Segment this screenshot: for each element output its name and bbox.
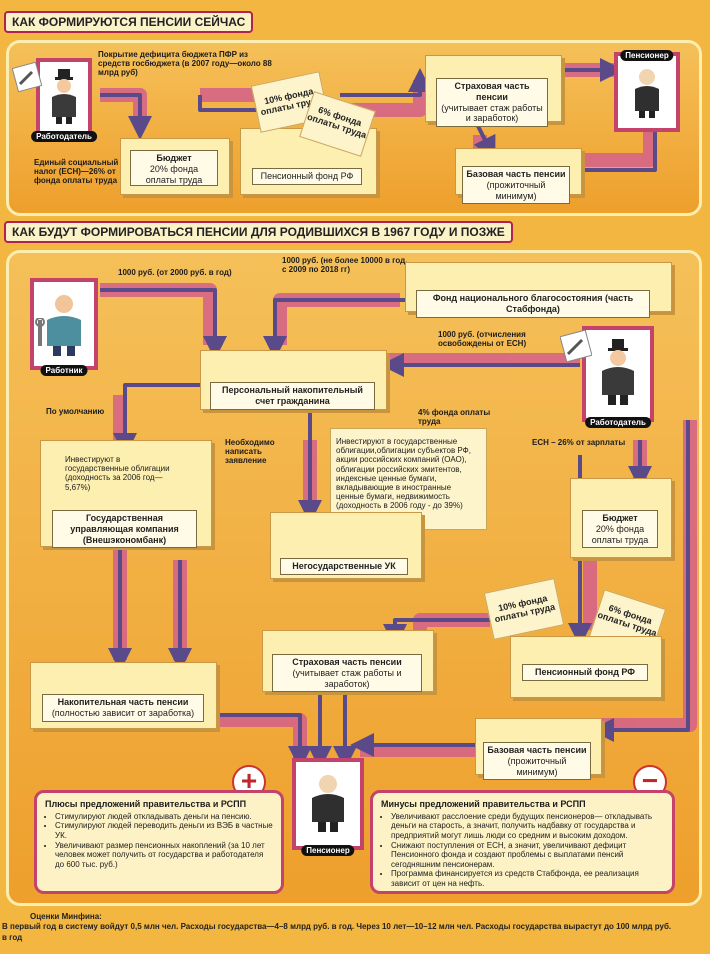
footer-title: Оценки Минфина: — [30, 912, 102, 921]
accum-label: Накопительная часть пенсии (полностью за… — [42, 694, 204, 722]
employer-icon — [52, 69, 76, 124]
accum-title: Накопительная часть пенсии — [57, 697, 189, 707]
pensioner-label-2: Пенсионер — [301, 845, 355, 856]
worker-icon — [47, 295, 81, 357]
cons-item: Программа финансируется из средств Стабф… — [391, 869, 664, 888]
account-label: Персональный накопительный счет граждани… — [210, 382, 375, 410]
fund-label: Фонд национального благосостояния (часть… — [416, 290, 650, 318]
budget-title: Бюджет — [156, 153, 192, 163]
budget2-label: Бюджет 20% фонда оплаты труда — [582, 510, 658, 549]
base2-title: Базовая часть пенсии — [487, 745, 587, 755]
accum-sub: (полностью зависит от заработка) — [51, 707, 195, 718]
pensioner-label-1: Пенсионер — [620, 50, 674, 61]
budget2-sub: 20% фонда оплаты труда — [591, 523, 649, 545]
pros-box: Плюсы предложений правительства и РСПП С… — [34, 790, 284, 894]
budget2-title: Бюджет — [602, 513, 638, 523]
esn-note-2: ЕСН – 26% от зарплаты — [532, 438, 626, 447]
base-label: Базовая часть пенсии (прожиточный миниму… — [462, 166, 570, 205]
budget-sub: 20% фонда оплаты труда — [145, 163, 203, 185]
insurance-sub: (учитывает стаж работы и заработок) — [441, 102, 543, 124]
footer-text: В первый год в систему войдут 0,5 млн че… — [2, 922, 672, 942]
worker-label: Работник — [40, 365, 88, 376]
section1-title: КАК ФОРМИРУЮТСЯ ПЕНСИИ СЕЙЧАС — [4, 11, 254, 33]
worker-note: 1000 руб. (от 2000 руб. в год) — [118, 268, 232, 277]
application-note: Необходимо написать заявление — [225, 438, 275, 466]
insurance-label: Страховая часть пенсии (учитывает стаж р… — [436, 78, 548, 128]
pensioner2-icon — [312, 775, 344, 833]
insurance2-title: Страховая часть пенсии — [292, 657, 402, 667]
employer-label: Работодатель — [31, 131, 97, 142]
private-invest-note: Инвестируют в государственные облигации,… — [336, 437, 471, 511]
base2-label: Базовая часть пенсии (прожиточный миниму… — [483, 742, 591, 781]
employer-note: 1000 руб. (отчисления освобождены от ЕСН… — [438, 330, 527, 349]
cons-title: Минусы предложений правительства и РСПП — [381, 799, 586, 809]
pensioner-icon — [635, 69, 659, 119]
pf2-label: Пенсионный фонд РФ — [522, 664, 648, 681]
four-pct-note: 4% фонда оплаты труда — [418, 408, 491, 427]
wrench-sign-icon — [12, 62, 42, 92]
state-uk-label: Государственная управляющая компания (Вн… — [52, 510, 197, 549]
insurance2-label: Страховая часть пенсии (учитывает стаж р… — [272, 654, 422, 693]
base-title: Базовая часть пенсии — [466, 169, 566, 179]
cons-item: Снижают поступления от ЕСН, а значит, ув… — [391, 841, 664, 870]
base-sub: (прожиточный минимум) — [486, 179, 546, 201]
deficit-note: Покрытие дефицита бюджета ПФР из средств… — [98, 50, 272, 78]
base2-sub: (прожиточный минимум) — [507, 755, 567, 777]
pensioner-portrait-1: Пенсионер — [614, 50, 680, 132]
employer2-label: Работодатель — [585, 417, 651, 428]
employer2-portrait: Работодатель — [582, 326, 654, 428]
pf-label: Пенсионный фонд РФ — [252, 168, 362, 185]
pros-title: Плюсы предложений правительства и РСПП — [45, 799, 247, 809]
pros-list: Стимулируют людей откладывать деньги на … — [45, 812, 273, 870]
pensioner-portrait-2: Пенсионер — [292, 758, 364, 856]
employer2-icon — [602, 338, 634, 405]
pros-item: Увеличивают размер пенсионных накоплений… — [55, 841, 273, 870]
section2-title: КАК БУДУТ ФОРМИРОВАТЬСЯ ПЕНСИИ ДЛЯ РОДИВ… — [4, 221, 513, 243]
employer-portrait: Работодатель — [31, 58, 97, 142]
wrench-sign-icon-2 — [560, 330, 592, 362]
state-note: 1000 руб. (не более 10000 в год, с 2009 … — [282, 256, 408, 275]
esn-note: Единый социальный налог (ЕСН)—26% от фон… — [34, 158, 119, 186]
insurance-title: Страховая часть пенсии — [454, 81, 530, 102]
cons-item: Увеличивают расслоение среди будущих пен… — [391, 812, 664, 841]
pros-item: Стимулируют людей переводить деньги из В… — [55, 821, 273, 840]
private-uk-label: Негосударственные УК — [280, 558, 408, 575]
state-invest-note: Инвестируют в государственные облигации … — [65, 455, 170, 492]
cons-list: Увеличивают расслоение среди будущих пен… — [381, 812, 664, 889]
insurance2-sub: (учитывает стаж работы и заработок) — [292, 667, 402, 689]
cons-box: Минусы предложений правительства и РСПП … — [370, 790, 675, 894]
wrench-icon — [35, 318, 45, 346]
budget-label: Бюджет 20% фонда оплаты труда — [130, 150, 218, 186]
footer: Оценки Минфина: В первый год в систему в… — [2, 912, 672, 943]
pros-item: Стимулируют людей откладывать деньги на … — [55, 812, 273, 822]
default-note: По умолчанию — [46, 407, 105, 416]
